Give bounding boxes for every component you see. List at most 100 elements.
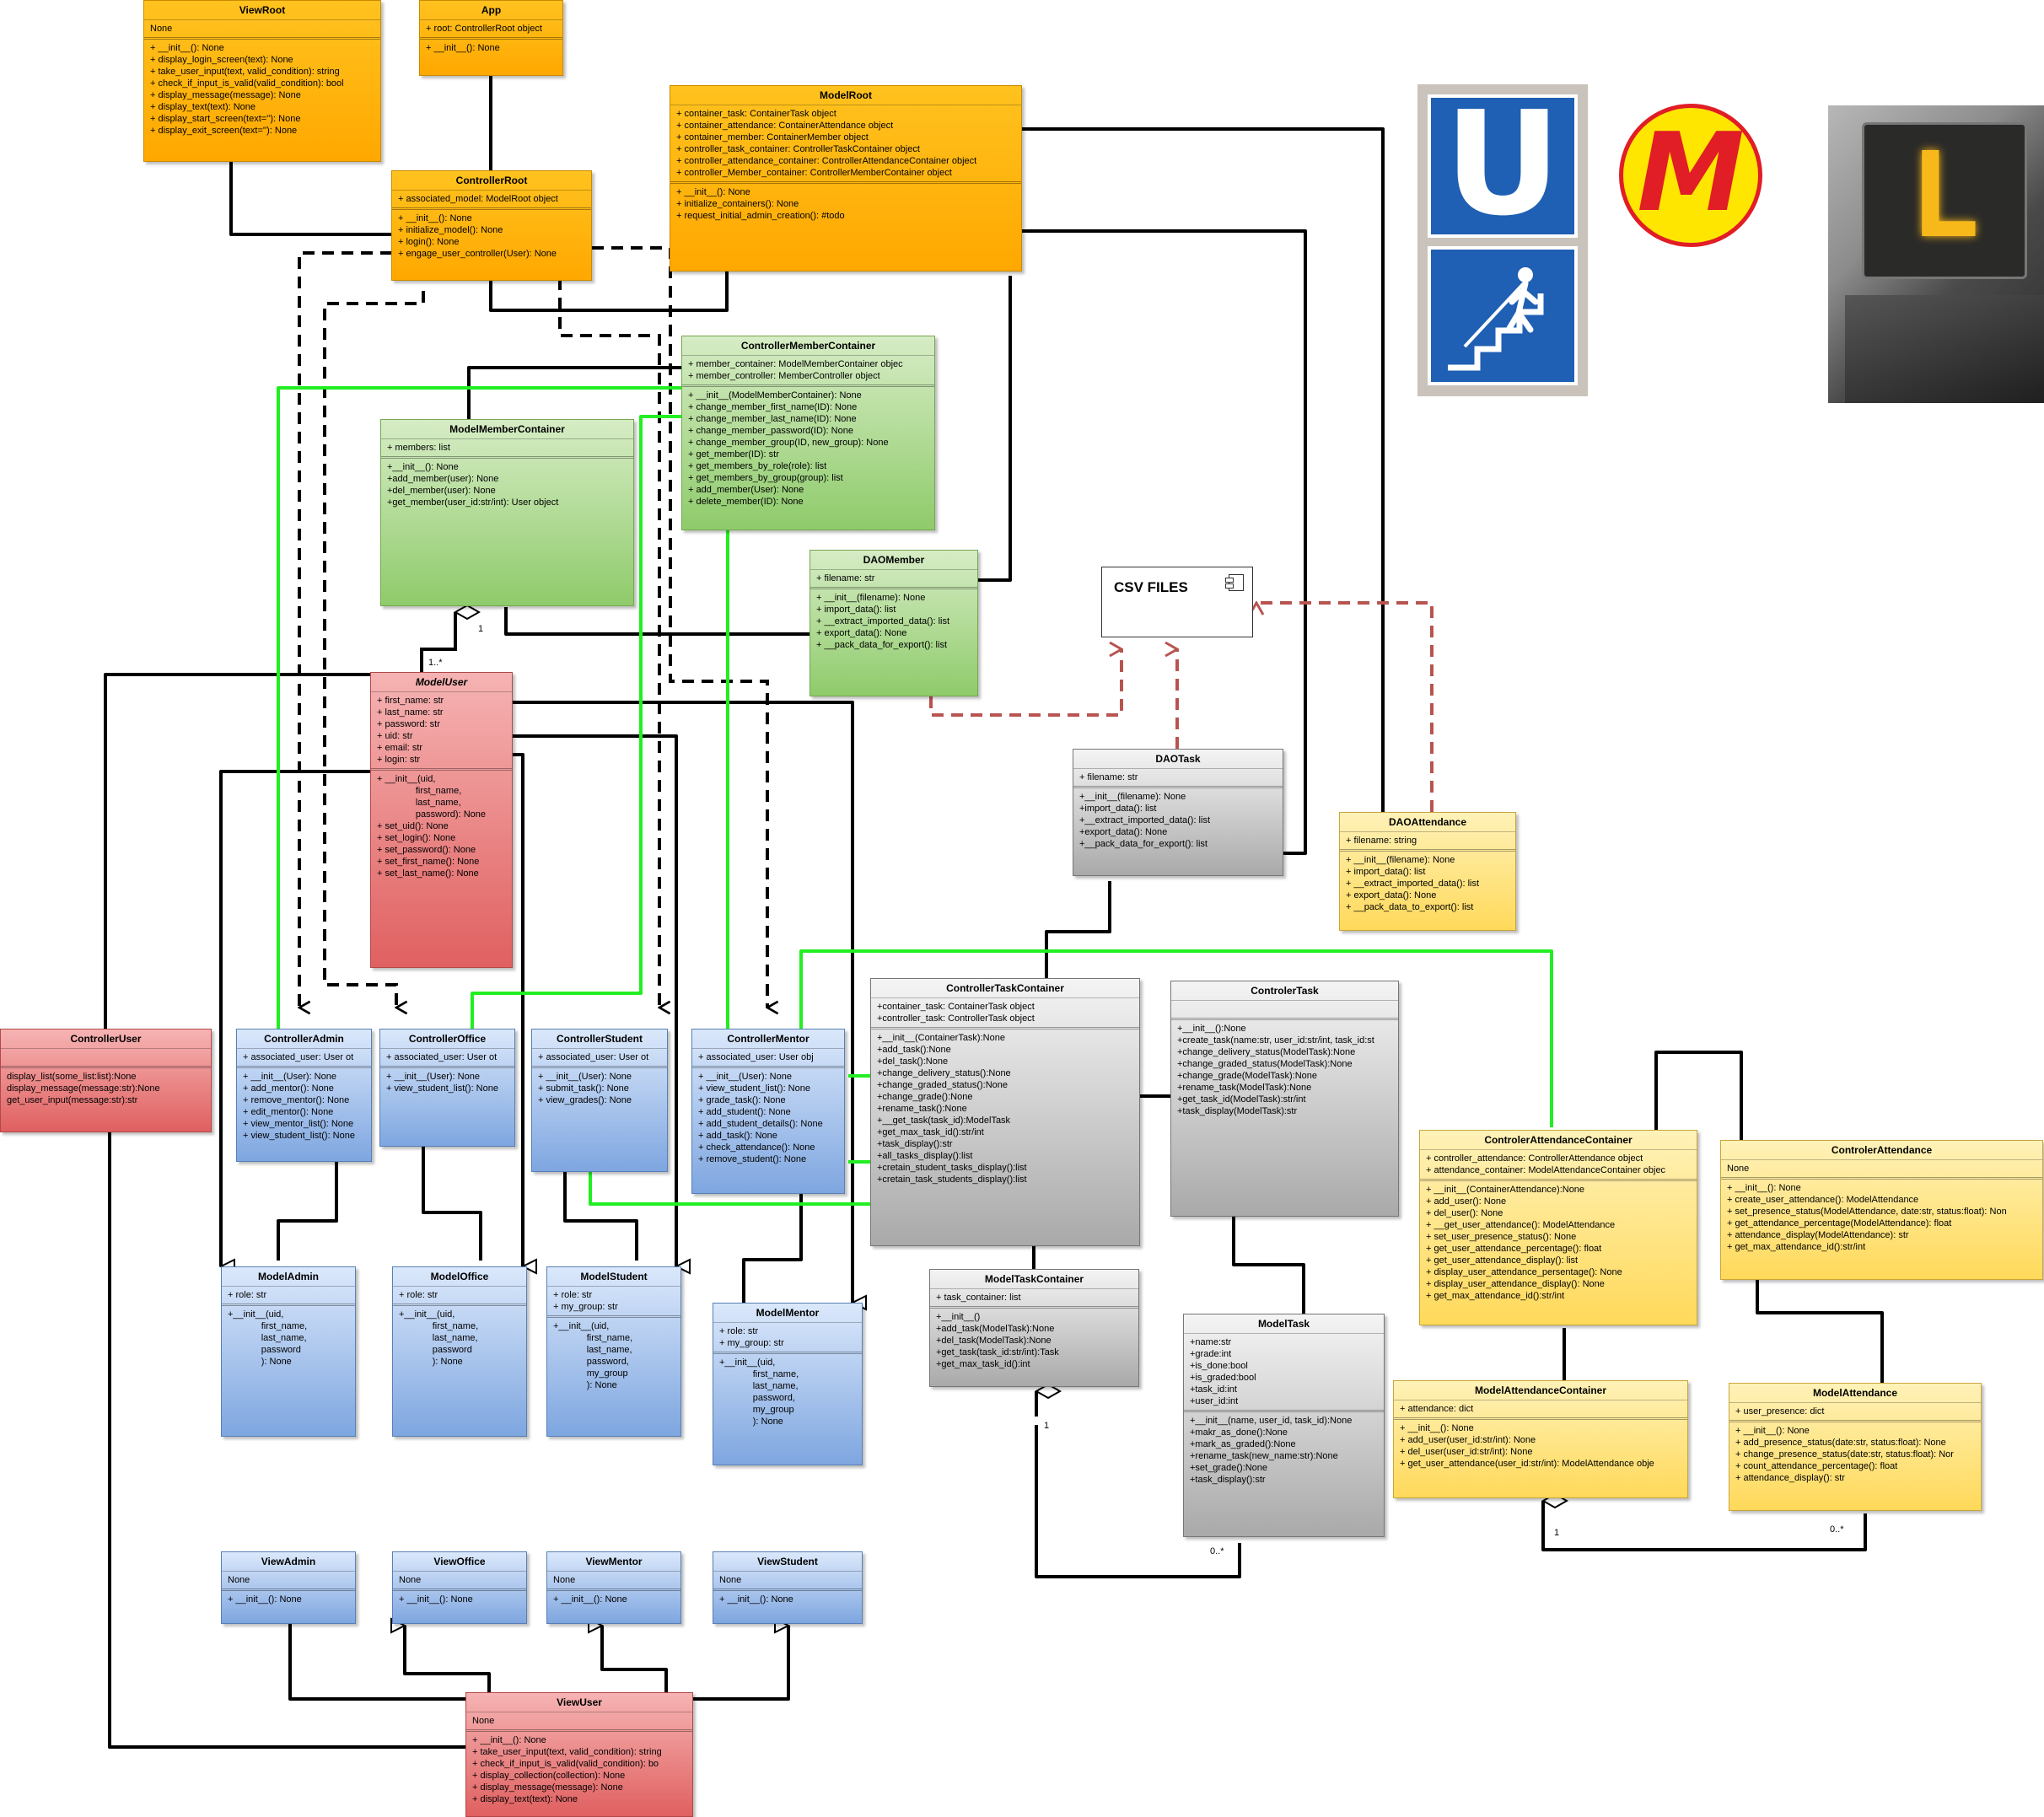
class-name: DAOAttendance: [1340, 813, 1515, 832]
method: + __init__(User): None: [538, 1072, 632, 1082]
method: + view_student_list(): None: [698, 1083, 810, 1094]
method: + import_data(): list: [816, 605, 896, 615]
method: my_group: [553, 1368, 628, 1379]
attribute: + controller_task_container: ControllerT…: [676, 144, 920, 154]
attribute: +user_id:int: [1190, 1396, 1239, 1406]
class-name: ViewOffice: [393, 1552, 526, 1572]
class-controlerattendancecontainer[interactable]: ControlerAttendanceContainer+ controller…: [1419, 1130, 1697, 1325]
class-daotask[interactable]: DAOTask+ filename: str+__init__(filename…: [1073, 749, 1283, 876]
methods-section: + __init__(): None: [222, 1591, 355, 1608]
class-controllermembercontainer[interactable]: ControllerMemberContainer+ member_contai…: [681, 336, 935, 530]
method: +task_display(ModelTask):str: [1177, 1106, 1298, 1116]
class-app[interactable]: App+ root: ControllerRoot object+ __init…: [419, 0, 563, 76]
class-name: DAOMember: [810, 551, 977, 570]
attribute: + member_container: ModelMemberContainer…: [688, 359, 903, 369]
method: +task_display():str: [877, 1139, 953, 1149]
link-modelroot-modeluser: [1021, 127, 1385, 846]
method: last_name,: [228, 1333, 307, 1343]
class-modelmentor[interactable]: ModelMentor+ role: str+ my_group: str+__…: [713, 1303, 863, 1465]
class-controllerstudent[interactable]: ControllerStudent+ associated_user: User…: [531, 1029, 668, 1172]
class-controlleroffice[interactable]: ControllerOffice+ associated_user: User …: [379, 1029, 515, 1147]
link-modelroot-daomember: [978, 276, 1012, 582]
class-modeloffice[interactable]: ModelOffice+ role: str+__init__(uid, fir…: [392, 1266, 527, 1437]
class-daomember[interactable]: DAOMember+ filename: str+ __init__(filen…: [810, 550, 978, 696]
class-modelmembercontainer[interactable]: ModelMemberContainer+ members: list+__in…: [380, 419, 634, 606]
attributes-section: + root: ControllerRoot object: [420, 20, 562, 40]
class-modelroot[interactable]: ModelRoot+ container_task: ContainerTask…: [670, 85, 1022, 271]
method: + delete_member(ID): None: [688, 497, 804, 507]
attribute: + associated_model: ModelRoot object: [398, 194, 558, 204]
method: + add_student(): None: [698, 1107, 791, 1117]
attributes-section: +container_task: ContainerTask object+co…: [871, 998, 1139, 1029]
class-modelattendancecontainer[interactable]: ModelAttendanceContainer+ attendance: di…: [1393, 1380, 1688, 1498]
class-controllertaskcontainer[interactable]: ControllerTaskContainer+container_task: …: [870, 978, 1140, 1246]
attribute: + filename: str: [1079, 772, 1138, 782]
class-modeluser[interactable]: ModelUser+ first_name: str+ last_name: s…: [370, 672, 513, 968]
method: +cretain_task_students_display():list: [877, 1175, 1027, 1185]
train-line-display-photo: L: [1828, 105, 2044, 403]
link-office-model: [422, 1147, 482, 1261]
class-daoattendance[interactable]: DAOAttendance+ filename: string+ __init_…: [1339, 812, 1516, 931]
method: + set_user_presence_status(): None: [1426, 1232, 1577, 1242]
attribute: None: [228, 1575, 250, 1585]
methods-section: + __init__(ContainerAttendance):None+ ad…: [1420, 1181, 1697, 1304]
class-name: ModelAdmin: [222, 1267, 355, 1287]
method: + get_user_attendance(user_id:str/int): …: [1400, 1459, 1654, 1469]
methods-section: + __init__(uid, first_name, last_name, p…: [371, 771, 512, 882]
class-modeltaskcontainer[interactable]: ModelTaskContainer+ task_container: list…: [929, 1269, 1139, 1387]
method: +change_graded_status(ModelTask):None: [1177, 1059, 1353, 1069]
method: +del_member(user): None: [387, 486, 496, 496]
class-modeladmin[interactable]: ModelAdmin+ role: str+__init__(uid, firs…: [221, 1266, 356, 1437]
attribute: + task_container: list: [936, 1293, 1021, 1303]
method: + display_message(message): None: [472, 1782, 623, 1793]
method: +__init__(name, user_id, task_id):None: [1190, 1416, 1353, 1426]
attributes-section: + associated_user: User ot: [237, 1049, 371, 1068]
class-controlertask[interactable]: ControlerTask+__init__():None+create_tas…: [1170, 981, 1399, 1217]
method: + __init__(): None: [472, 1735, 546, 1745]
method: + del_user(): None: [1426, 1208, 1503, 1218]
attribute: + associated_user: User ot: [538, 1052, 649, 1062]
class-name: ControllerRoot: [392, 171, 591, 191]
attributes-section: + attendance: dict: [1394, 1400, 1687, 1420]
methods-section: +__init__(uid, first_name, last_name, pa…: [393, 1306, 526, 1370]
class-modeltask[interactable]: ModelTask+name:str+grade:int+is_done:boo…: [1183, 1314, 1385, 1537]
stairs-sign-panel: [1428, 246, 1578, 385]
line-letter: L: [1908, 127, 1981, 265]
class-name: ViewAdmin: [222, 1552, 355, 1572]
method: + display_exit_screen(text=''): None: [150, 126, 298, 136]
method: + __init__(): None: [719, 1594, 793, 1605]
method: + add_user(): None: [1426, 1196, 1507, 1207]
method: + set_login(): None: [377, 833, 456, 843]
attributes-section: + associated_user: User ot: [380, 1049, 514, 1068]
class-name: ModelRoot: [670, 86, 1021, 105]
method: + get_user_attendance_display(): list: [1426, 1255, 1579, 1266]
methods-section: + __init__(): None+ create_user_attendan…: [1721, 1180, 2042, 1255]
method: password,: [719, 1393, 795, 1403]
class-controlleradmin[interactable]: ControllerAdmin+ associated_user: User o…: [236, 1029, 372, 1162]
method: +__init__(ContainerTask):None: [877, 1033, 1005, 1043]
attributes-section: None: [713, 1572, 862, 1591]
method: + __init__(User): None: [243, 1072, 336, 1082]
method: + __extract_imported_data(): list: [816, 616, 950, 626]
attribute: + controller_attendance_container: Contr…: [676, 156, 977, 166]
method: +change_grade():None: [877, 1092, 973, 1102]
class-modelattendance[interactable]: ModelAttendance+ user_presence: dict+ __…: [1729, 1383, 1982, 1511]
method: +set_grade():None: [1190, 1463, 1268, 1473]
class-modelstudent[interactable]: ModelStudent+ role: str+ my_group: str+_…: [546, 1266, 681, 1437]
attribute: + container_member: ContainerMember obje…: [676, 132, 869, 142]
method: + view_mentor_list(): None: [243, 1119, 354, 1129]
attributes-section: + role: str: [393, 1287, 526, 1306]
class-controllerroot[interactable]: ControllerRoot + associated_model: ModelR…: [391, 170, 592, 281]
class-controllermentor[interactable]: ControllerMentor+ associated_user: User …: [691, 1029, 845, 1194]
methods-section: +__init__(ContainerTask):None+add_task()…: [871, 1029, 1139, 1188]
class-name: ControlerAttendance: [1721, 1141, 2042, 1160]
